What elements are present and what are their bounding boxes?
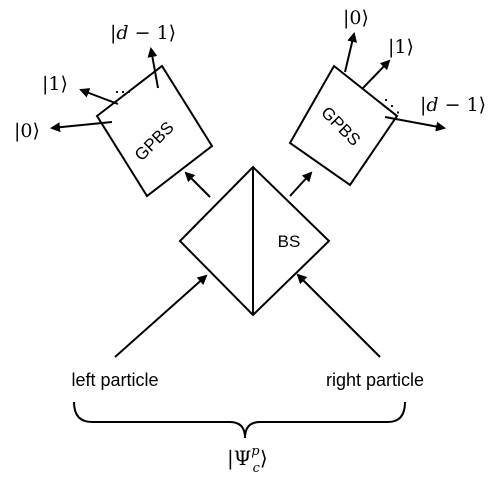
left-particle-label: left particle bbox=[71, 370, 158, 390]
beam-splitter: BS bbox=[178, 165, 331, 317]
ellipsis-right: ⋱ bbox=[383, 96, 401, 117]
ket-right-1: |1⟩ bbox=[388, 36, 414, 58]
arrow-bs-to-gpbs-left bbox=[184, 171, 211, 198]
ket-left-1: |1⟩ bbox=[42, 73, 68, 95]
ket-left-last: |d − 1⟩ bbox=[110, 22, 176, 44]
arrow-left-out-last bbox=[147, 47, 159, 89]
beam-splitter-label: BS bbox=[278, 232, 301, 251]
arrow-left-particle-in bbox=[114, 274, 208, 358]
arrow-right-out-last bbox=[384, 116, 446, 132]
ellipsis-left: ⋯ bbox=[114, 82, 132, 103]
curly-brace bbox=[73, 401, 406, 439]
gpbs-right: GPBS bbox=[288, 64, 399, 187]
ket-left-0: |0⟩ bbox=[14, 120, 40, 142]
ket-right-last: |d − 1⟩ bbox=[420, 94, 486, 116]
arrow-right-particle-in bbox=[296, 273, 381, 358]
arrow-left-out-1 bbox=[79, 88, 119, 105]
arrow-right-out-0 bbox=[344, 32, 358, 73]
arrow-bs-to-gpbs-right bbox=[289, 171, 313, 197]
arrow-right-out-1 bbox=[362, 59, 391, 89]
right-particle-label: right particle bbox=[326, 370, 424, 390]
ket-right-0: |0⟩ bbox=[343, 7, 369, 29]
arrow-left-out-0 bbox=[50, 121, 113, 133]
gpbs-left: GPBS bbox=[95, 64, 214, 198]
